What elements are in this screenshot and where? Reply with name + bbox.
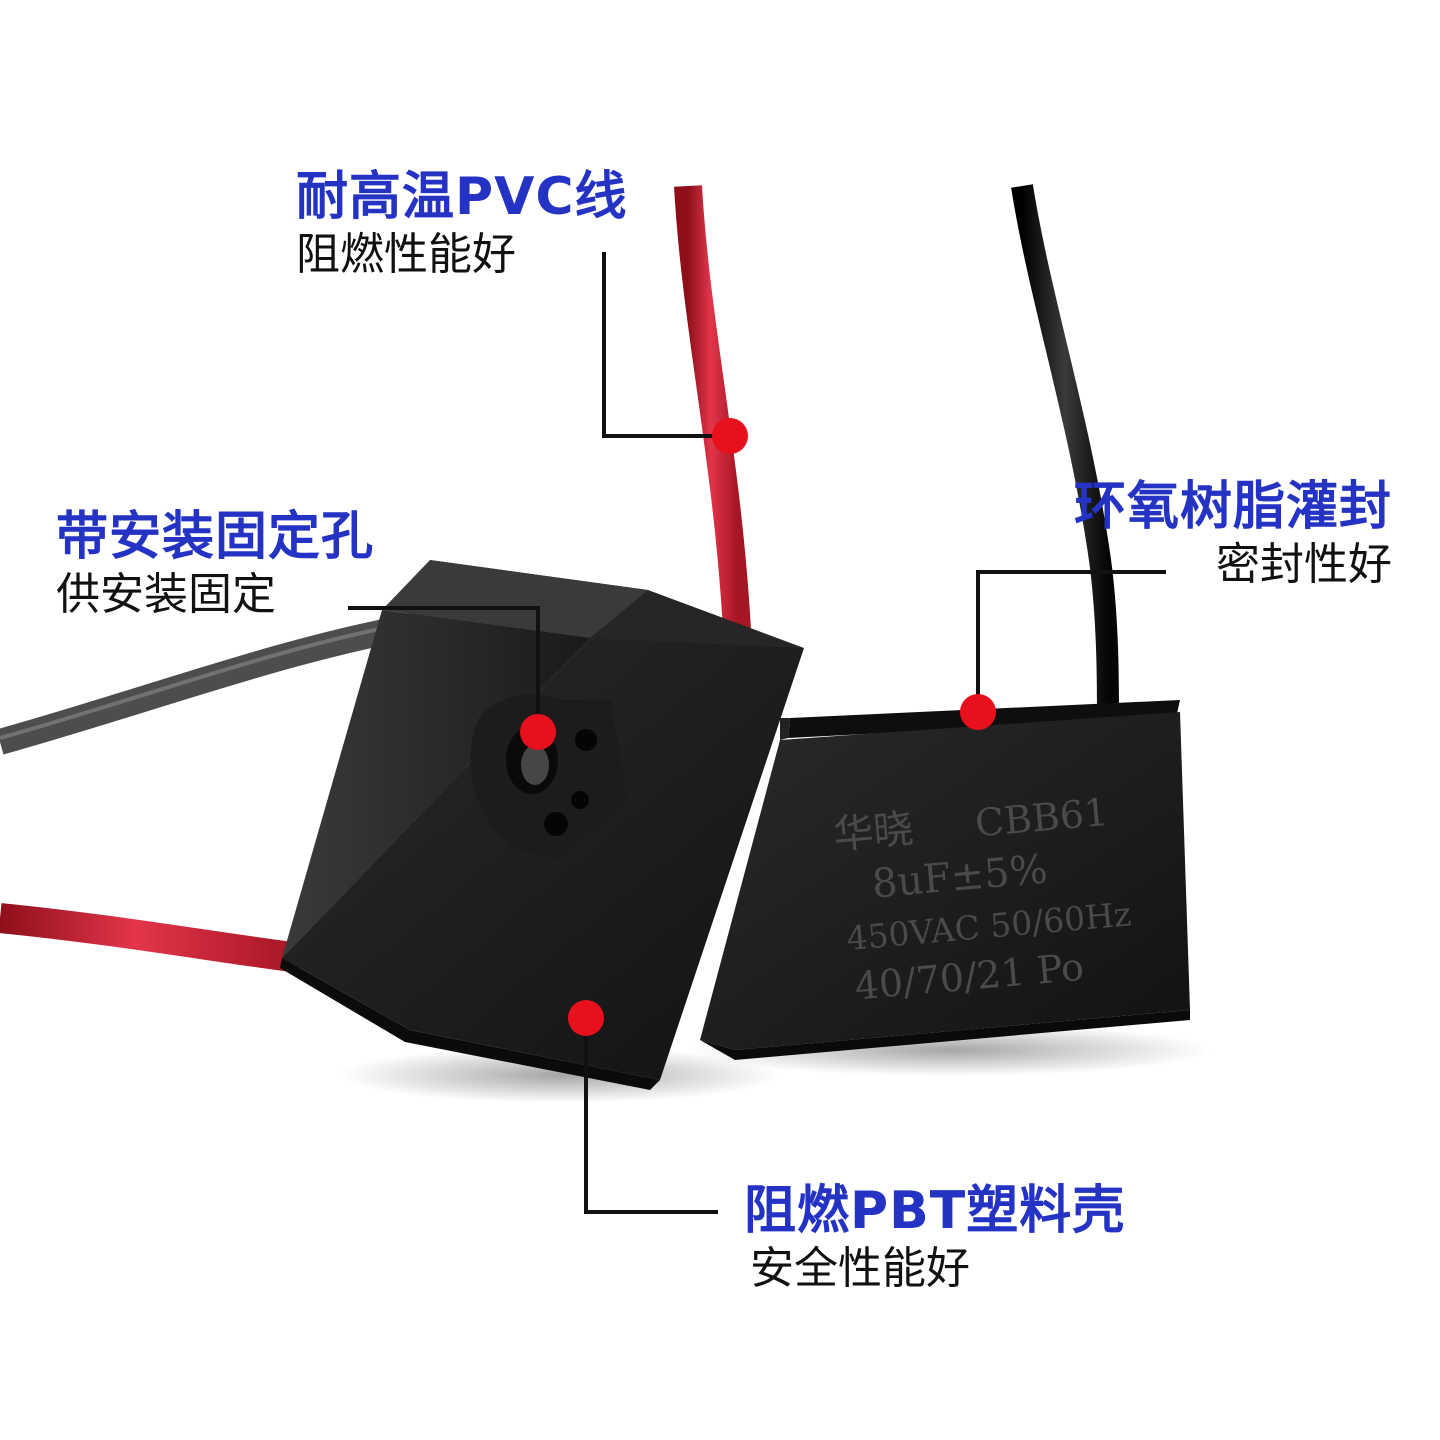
callout-subtitle: 供安装固定 — [56, 569, 276, 620]
marker-dot-pbt-shell — [568, 1000, 604, 1036]
callout-title: 阻燃PBT塑料壳 — [744, 1181, 1126, 1241]
black-wire — [1011, 184, 1119, 721]
callout-title: 带安装固定孔 — [56, 507, 375, 567]
callout-pvc-wire: 耐高温PVC线 阻燃性能好 — [296, 166, 628, 282]
grey-wire-highlight — [0, 619, 421, 740]
marker-dot-epoxy-seal — [960, 694, 996, 730]
brand-marking: 华晓 — [832, 806, 916, 859]
marker-dot-mounting-hole — [520, 714, 556, 750]
grey-wire — [0, 612, 423, 755]
callout-title: 耐高温PVC线 — [296, 167, 628, 227]
floor-shadow — [340, 1047, 780, 1103]
callout-pbt-shell: 阻燃PBT塑料壳 安全性能好 — [744, 1180, 1125, 1296]
red-wire-left — [0, 903, 302, 973]
left-capacitor — [280, 560, 804, 1090]
callout-mounting-hole: 带安装固定孔 供安装固定 — [56, 506, 374, 622]
leader-lines — [348, 252, 1166, 1214]
callout-subtitle: 阻燃性能好 — [296, 229, 516, 280]
right-capacitor: 华晓 CBB61 8uF±5% 450VAC 50/60Hz 40/70/21 … — [700, 700, 1190, 1060]
marker-dot-pvc-wire — [712, 418, 748, 454]
callout-subtitle: 密封性好 — [1216, 539, 1392, 590]
callout-subtitle: 安全性能好 — [750, 1243, 970, 1294]
red-wire — [674, 185, 752, 651]
callout-title: 环氧树脂灌封 — [1073, 477, 1392, 537]
marker-dots — [520, 418, 996, 1036]
callout-epoxy-seal: 环氧树脂灌封 密封性好 — [1074, 476, 1392, 592]
